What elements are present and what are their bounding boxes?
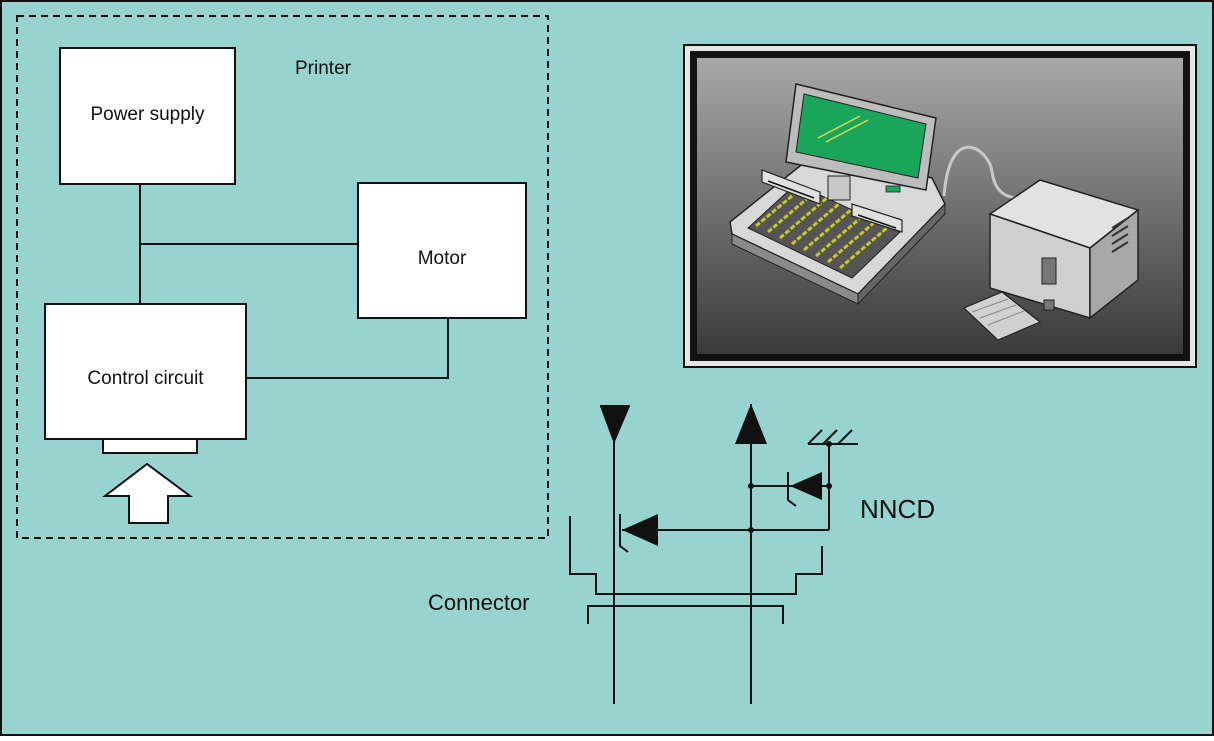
control-circuit-label: Control circuit [87, 368, 204, 389]
motor-label: Motor [417, 248, 467, 269]
input-arrow-icon [102, 462, 194, 524]
motor-box [357, 182, 527, 319]
control-circuit-box [44, 303, 247, 440]
diode-down-icon [600, 406, 630, 444]
printer-label: Printer [295, 58, 351, 79]
laptop-screen [795, 93, 927, 179]
nncd-diode-lower-icon [622, 514, 658, 546]
connector-label: Connector [428, 590, 530, 615]
power-supply-label: Power supply [90, 104, 205, 125]
control-connector-tab [102, 438, 198, 454]
diode-up-icon [735, 404, 767, 444]
nncd-label: NNCD [860, 494, 936, 524]
printer-paper [962, 291, 1042, 341]
protection-circuit [569, 404, 858, 704]
computer-printer-picture [683, 44, 1197, 368]
printer-boundary [16, 15, 549, 539]
printer-wiring [139, 184, 449, 379]
junction-dots [748, 409, 832, 533]
power-supply-box [59, 47, 236, 185]
nncd-diode-upper-icon [790, 472, 822, 500]
keyboard [747, 183, 901, 279]
